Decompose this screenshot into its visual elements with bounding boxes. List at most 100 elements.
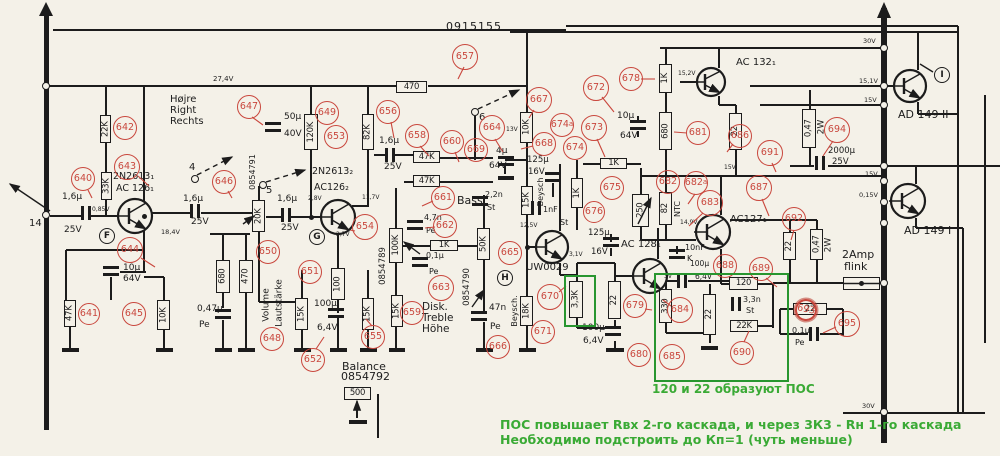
wire — [816, 220, 818, 230]
wire — [627, 163, 641, 165]
wire — [730, 219, 817, 221]
wire — [43, 8, 49, 430]
bus-terminal — [880, 177, 888, 185]
red-callout-695: 695 — [834, 311, 860, 337]
wire — [614, 263, 616, 281]
bus-terminal — [880, 162, 888, 170]
wire — [504, 166, 506, 174]
wire — [721, 283, 730, 285]
wire — [640, 168, 642, 194]
wire — [337, 318, 339, 348]
ground-symbol — [238, 348, 255, 352]
label: 2N2613₂ — [312, 166, 354, 177]
capacitor — [190, 204, 200, 218]
green-highlight-box — [564, 275, 596, 327]
wire — [760, 104, 884, 106]
red-callout-692: 692 — [782, 207, 806, 231]
label: 2Amp — [842, 248, 875, 261]
wire — [559, 164, 561, 231]
red-callout-642: 642 — [113, 116, 137, 140]
wire — [576, 208, 578, 230]
label: Højre — [170, 94, 197, 105]
red-callout-643: 643 — [114, 154, 140, 180]
vertical-label: 0854790 — [461, 268, 472, 306]
red-callout-646: 646 — [212, 170, 236, 194]
leader-line — [545, 234, 563, 245]
wire — [105, 86, 107, 115]
capacitor — [531, 201, 541, 215]
resistor-047: 0,47 — [810, 229, 823, 260]
label: AC126₂ — [314, 182, 349, 193]
wire — [395, 154, 413, 156]
red-callout-640: 640 — [71, 167, 95, 191]
wire — [301, 330, 303, 348]
wire — [143, 86, 145, 202]
wire — [403, 245, 430, 247]
arrow — [265, 168, 307, 183]
resistor-500: 500 — [344, 387, 371, 400]
resistor-22: 22 — [608, 281, 621, 319]
bus-terminal — [880, 198, 888, 206]
red-callout-649: 649 — [315, 101, 339, 125]
arrow — [704, 83, 722, 94]
wire — [641, 239, 696, 241]
capacitor — [215, 309, 231, 319]
red-callout-662: 662 — [433, 214, 457, 238]
ground-symbol — [294, 348, 311, 352]
terminal-circle — [42, 211, 50, 219]
wire — [163, 330, 165, 348]
red-callout-687: 687 — [746, 175, 772, 201]
label: 125μ — [588, 228, 610, 238]
wire — [843, 412, 985, 414]
wire — [915, 218, 917, 228]
red-callout-679: 679 — [623, 294, 647, 318]
red-callout-689: 689 — [749, 257, 773, 281]
red-callout-684: 684 — [667, 297, 693, 323]
wire — [526, 143, 528, 186]
label: Balance — [342, 360, 386, 373]
wire — [374, 154, 386, 156]
label: 1,6μ — [277, 194, 298, 204]
capacitor — [81, 206, 91, 220]
resistor-82: 82 — [659, 192, 672, 225]
transistor-symbol — [892, 68, 928, 104]
red-callout-654: 654 — [352, 214, 378, 240]
red-callout-671: 671 — [531, 320, 555, 344]
resistor-33k: 3,3K — [569, 281, 583, 318]
label: 25V — [384, 162, 402, 172]
wire — [828, 165, 884, 167]
red-callout-656: 656 — [376, 100, 400, 124]
wire — [483, 195, 485, 228]
label: Disk. — [422, 301, 448, 313]
junction-dot — [141, 213, 147, 219]
label: 27,4V — [213, 75, 234, 83]
resistor-680: 680 — [216, 260, 230, 293]
wire — [610, 248, 612, 256]
green-highlight-box — [654, 273, 789, 382]
wire — [566, 25, 958, 27]
red-callout-661: 661 — [431, 186, 455, 210]
leader-line — [919, 63, 934, 73]
wire — [526, 247, 528, 296]
label: 1,6μ — [379, 136, 400, 146]
red-callout-681: 681 — [686, 121, 710, 145]
wire — [559, 263, 561, 275]
wire — [310, 150, 312, 217]
wire — [301, 270, 303, 298]
capacitor — [385, 148, 395, 162]
wire — [816, 260, 818, 283]
wire — [665, 225, 667, 240]
vertical-label: 2W — [823, 237, 834, 253]
wire — [356, 402, 358, 418]
bus-terminal — [880, 82, 888, 90]
label: 25V — [64, 225, 82, 235]
wire — [779, 309, 781, 334]
ground-symbol — [476, 348, 493, 352]
wire — [377, 394, 379, 438]
wire — [245, 293, 247, 348]
label: 16V — [528, 167, 545, 177]
wire — [576, 318, 578, 328]
wire — [666, 280, 677, 282]
wire — [483, 260, 485, 300]
wire — [258, 186, 260, 200]
